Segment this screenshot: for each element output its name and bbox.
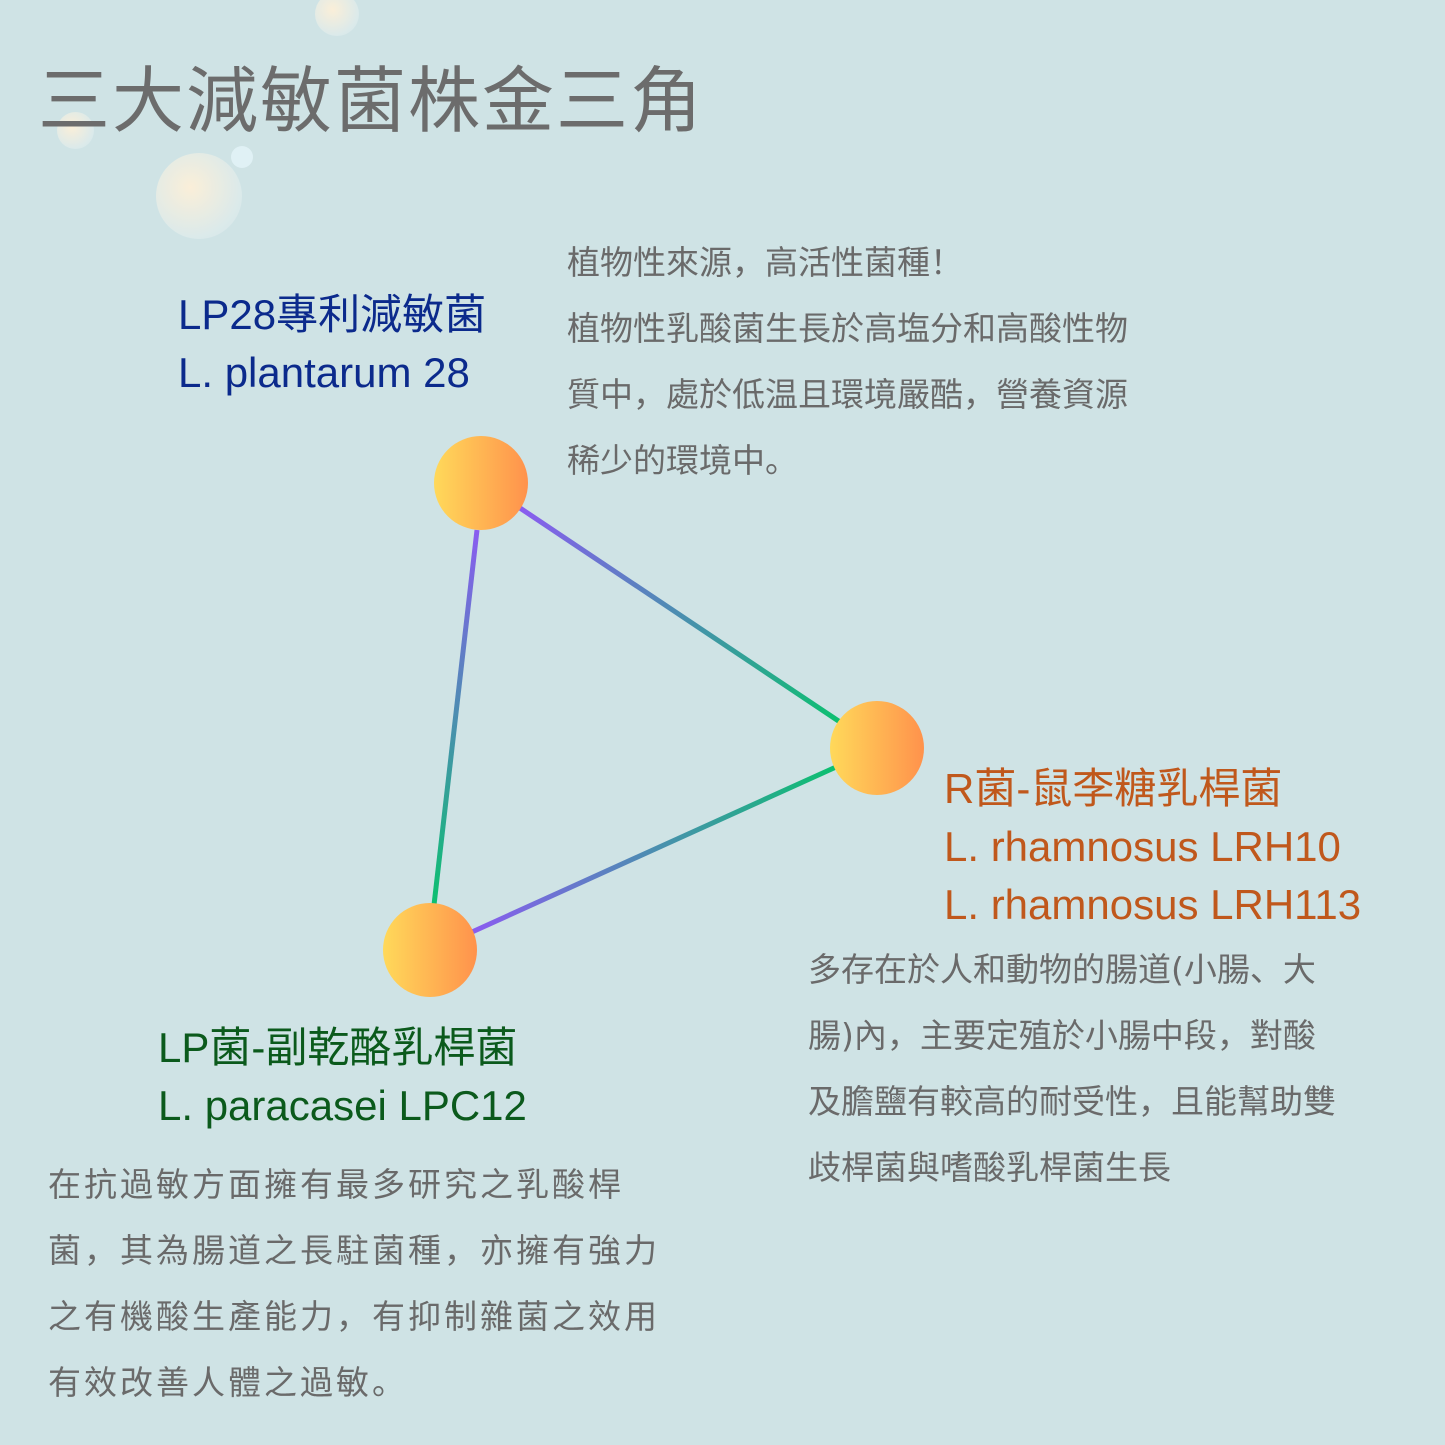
- lp28-latin: L. plantarum 28: [178, 349, 470, 396]
- edge-top-right: [518, 505, 842, 725]
- rhamnosus-latin-2: L. rhamnosus LRH113: [944, 881, 1362, 928]
- edge-bottom: [470, 764, 838, 935]
- paracasei-latin: L. paracasei LPC12: [158, 1082, 527, 1129]
- decorative-bubble: [315, 0, 359, 36]
- desc-line: 菌，其為腸道之長駐菌種，亦擁有強力: [48, 1231, 660, 1270]
- desc-line: 歧桿菌與嗜酸乳桿菌生長: [808, 1148, 1171, 1187]
- desc-line: 植物性乳酸菌生長於高塩分和高酸性物: [567, 309, 1128, 348]
- desc-line: 多存在於人和動物的腸道(小腸、大: [808, 950, 1316, 989]
- rhamnosus-latin-1: L. rhamnosus LRH10: [944, 823, 1341, 870]
- rhamnosus-name: R菌-鼠李糖乳桿菌: [944, 765, 1283, 812]
- lp28-description: 植物性來源，高活性菌種！ 植物性乳酸菌生長於高塩分和高酸性物 質中，處於低温且環…: [567, 230, 1128, 494]
- rhamnosus-label: R菌-鼠李糖乳桿菌 L. rhamnosus LRH10 L. rhamnosu…: [944, 760, 1361, 934]
- paracasei-description: 在抗過敏方面擁有最多研究之乳酸桿 菌，其為腸道之長駐菌種，亦擁有強力 之有機酸生…: [48, 1152, 660, 1416]
- desc-line: 有效改善人體之過敏。: [48, 1363, 408, 1402]
- edge-left: [431, 529, 480, 906]
- node-paracasei: [383, 903, 477, 997]
- node-rhamnosus: [830, 701, 924, 795]
- decorative-bubble: [231, 146, 253, 168]
- desc-line: 在抗過敏方面擁有最多研究之乳酸桿: [48, 1165, 624, 1204]
- page-title: 三大減敏菌株金三角: [38, 59, 705, 143]
- lp28-name: LP28專利減敏菌: [178, 291, 487, 338]
- desc-line: 及膽鹽有較高的耐受性，且能幫助雙: [808, 1082, 1336, 1121]
- desc-line: 質中，處於低温且環境嚴酷，營養資源: [567, 375, 1128, 414]
- decorative-bubble: [57, 112, 94, 149]
- lp28-label: LP28專利減敏菌 L. plantarum 28: [178, 286, 486, 402]
- decorative-bubble: [156, 153, 242, 239]
- paracasei-name: LP菌-副乾酪乳桿菌: [158, 1024, 518, 1071]
- desc-line: 植物性來源，高活性菌種！: [567, 243, 963, 282]
- paracasei-label: LP菌-副乾酪乳桿菌 L. paracasei LPC12: [158, 1019, 527, 1135]
- desc-line: 之有機酸生產能力，有抑制雜菌之效用: [48, 1297, 660, 1336]
- desc-line: 稀少的環境中。: [567, 441, 798, 480]
- desc-line: 腸)內，主要定殖於小腸中段，對酸: [808, 1016, 1316, 1055]
- node-lp28: [434, 436, 528, 530]
- rhamnosus-description: 多存在於人和動物的腸道(小腸、大 腸)內，主要定殖於小腸中段，對酸 及膽鹽有較高…: [808, 937, 1336, 1201]
